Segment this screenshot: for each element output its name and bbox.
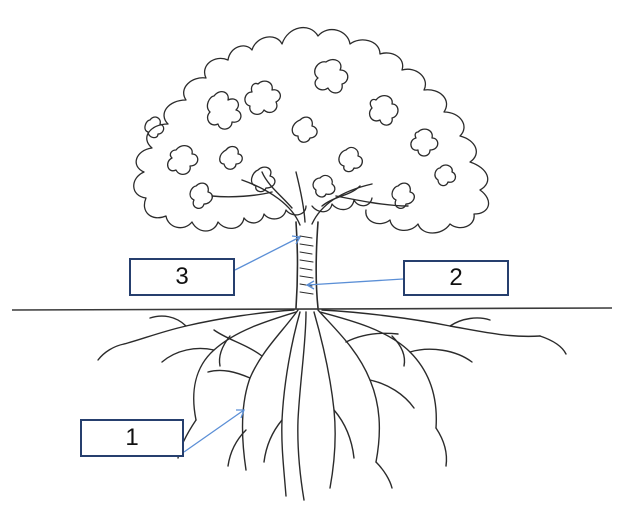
label-1-text: 1 xyxy=(125,424,138,452)
label-3-text: 3 xyxy=(175,263,188,291)
tree-roots xyxy=(98,310,566,500)
label-2-text: 2 xyxy=(449,264,462,292)
ground-line xyxy=(12,308,612,310)
tree-crown xyxy=(134,28,489,233)
arrow-3 xyxy=(235,237,300,270)
arrow-2 xyxy=(307,279,403,285)
label-box-3: 3 xyxy=(129,258,235,296)
label-box-1: 1 xyxy=(80,419,184,457)
tree-branches xyxy=(212,172,408,225)
label-box-2: 2 xyxy=(403,260,509,296)
tree-trunk xyxy=(296,222,318,308)
